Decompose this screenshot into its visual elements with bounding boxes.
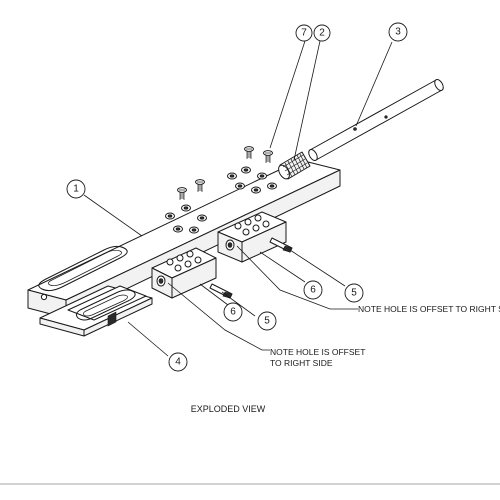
leader-lines [83,40,393,357]
screw [195,179,205,192]
screw [244,146,254,159]
part-5-block-lower [151,247,217,299]
part-6-pin-lower [209,283,233,299]
base-bar-holes [165,166,277,234]
svg-text:3: 3 [395,27,401,38]
note-lower-line2: TO RIGHT SIDE [270,358,333,368]
svg-text:6: 6 [310,285,316,296]
part-2-knurled-sleeve [278,151,311,180]
note-lower-line1: NOTE HOLE IS OFFSET [270,347,365,357]
svg-text:6: 6 [230,307,236,318]
part-4-bracket [39,285,153,337]
callout-6-lower: 6 [223,302,243,322]
screw [177,187,187,200]
callout-1: 1 [66,179,86,199]
part-3-rod [308,79,444,161]
callout-6-upper: 6 [303,280,323,300]
svg-text:4: 4 [175,357,181,368]
callout-2: 2 [313,24,331,42]
part-7-screws [177,146,273,200]
note-upper: NOTE HOLE IS OFFSET TO RIGHT SIDE [358,304,500,314]
svg-text:1: 1 [73,184,79,195]
svg-text:5: 5 [264,316,270,327]
svg-text:2: 2 [319,28,325,39]
callout-4: 4 [168,352,188,372]
callout-3: 3 [388,22,408,42]
callout-5-lower: 5 [257,311,277,331]
caption-exploded-view: EXPLODED VIEW [191,404,266,414]
callout-7: 7 [295,24,313,42]
part-5-block-upper [217,211,287,263]
svg-text:5: 5 [351,288,357,299]
screw [263,150,273,163]
callout-5-upper: 5 [344,283,364,303]
part-6-pin-upper [269,237,293,253]
svg-text:7: 7 [301,28,307,39]
part-1-base-bar [27,159,341,319]
